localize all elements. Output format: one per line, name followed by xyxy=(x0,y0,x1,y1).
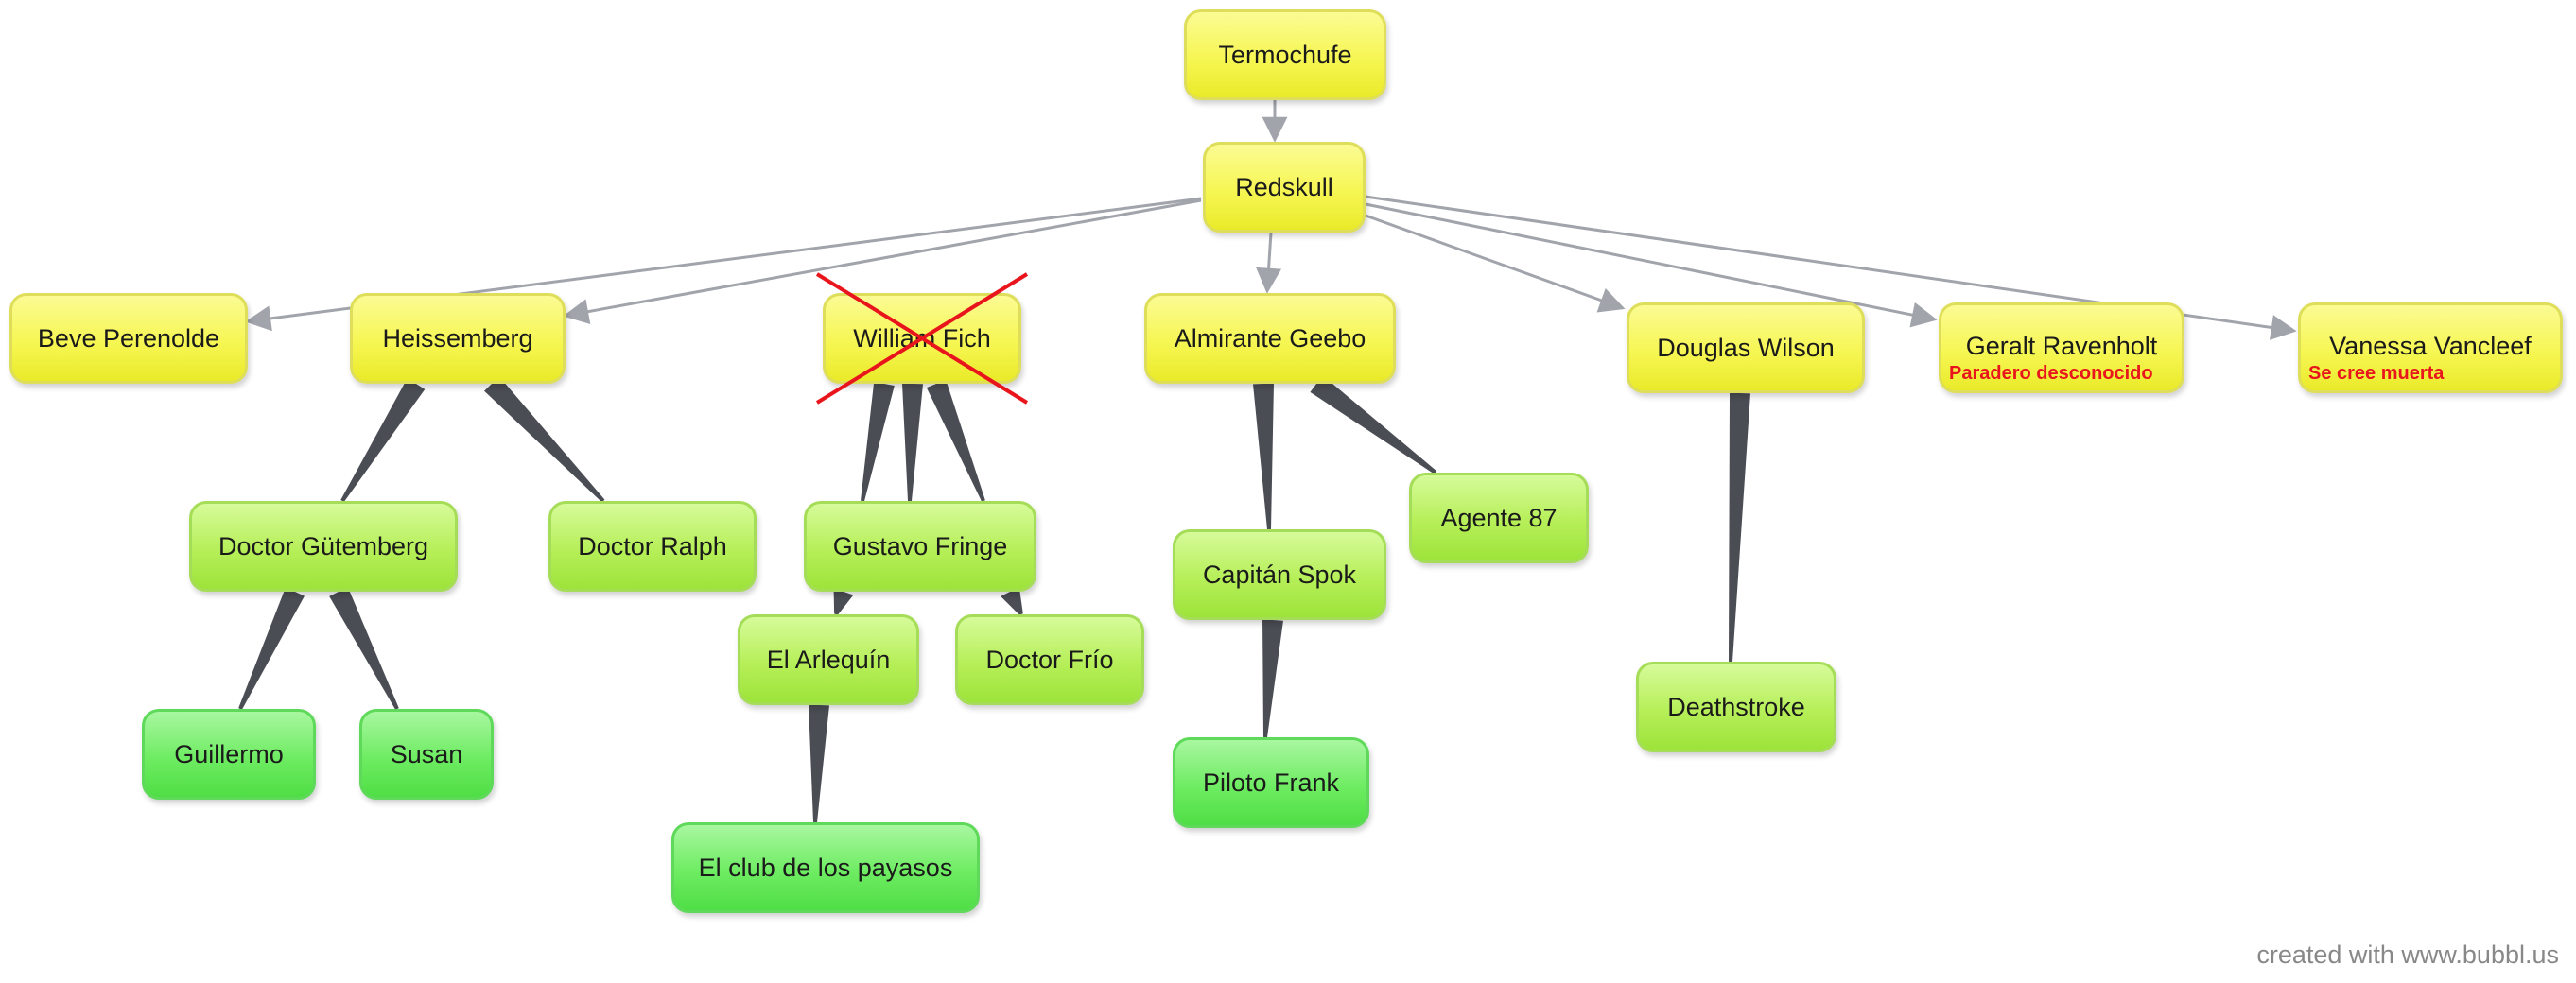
branch-connector xyxy=(1729,392,1750,663)
node-label: Guillermo xyxy=(174,739,284,768)
node-gutemberg[interactable]: Doctor Gütemberg xyxy=(189,501,458,592)
node-beve[interactable]: Beve Perenolde xyxy=(9,293,248,384)
node-label: Doctor Ralph xyxy=(578,531,727,560)
node-label: Gustavo Fringe xyxy=(832,531,1008,560)
branch-connector xyxy=(1001,587,1023,615)
arrow-redskull-to-geralt xyxy=(1365,202,1938,328)
node-william[interactable]: William Fich xyxy=(823,293,1021,384)
branch-connector xyxy=(1253,383,1274,530)
node-label: Susan xyxy=(390,739,463,768)
node-label: Agente 87 xyxy=(1440,503,1558,532)
node-label: Deathstroke xyxy=(1667,692,1805,721)
node-label: El club de los payasos xyxy=(698,853,953,882)
node-label: Douglas Wilson xyxy=(1657,333,1835,362)
branch-connector xyxy=(484,376,605,503)
node-payasos[interactable]: El club de los payasos xyxy=(671,822,980,913)
node-spok[interactable]: Capitán Spok xyxy=(1173,529,1386,620)
credit-text: created with www.bubbl.us xyxy=(2256,940,2559,969)
node-vanessa[interactable]: Vanessa Vancleef Se cree muerta xyxy=(2298,302,2563,393)
arrow-redskull-to-almirante xyxy=(1256,232,1282,294)
node-arlequin[interactable]: El Arlequín xyxy=(738,614,919,705)
node-label: Doctor Gütemberg xyxy=(218,531,429,560)
arrow-redskull-to-douglas xyxy=(1365,214,1626,313)
node-guillermo[interactable]: Guillermo xyxy=(142,709,316,800)
node-deathstroke[interactable]: Deathstroke xyxy=(1636,662,1836,752)
node-agente[interactable]: Agente 87 xyxy=(1409,473,1589,563)
branch-connector xyxy=(340,378,426,503)
node-susan[interactable]: Susan xyxy=(359,709,494,800)
branch-connector xyxy=(902,383,923,502)
branch-connector xyxy=(833,588,854,615)
node-label: William Fich xyxy=(853,323,991,353)
node-redskull[interactable]: Redskull xyxy=(1203,142,1366,233)
branch-connector xyxy=(238,587,305,710)
node-label: Almirante Geebo xyxy=(1174,323,1366,353)
branch-connector xyxy=(1310,375,1437,474)
branch-connector xyxy=(861,381,895,502)
node-heissemberg[interactable]: Heissemberg xyxy=(350,293,566,384)
node-note: Se cree muerta xyxy=(2308,363,2445,384)
node-ralph[interactable]: Doctor Ralph xyxy=(548,501,757,592)
node-label: Beve Perenolde xyxy=(37,323,220,353)
node-label: El Arlequín xyxy=(766,645,891,674)
node-frio[interactable]: Doctor Frío xyxy=(955,614,1144,705)
node-frank[interactable]: Piloto Frank xyxy=(1173,737,1369,828)
node-termochufe[interactable]: Termochufe xyxy=(1184,9,1386,100)
node-label: Geralt Ravenholt xyxy=(1965,332,2158,360)
node-note: Paradero desconocido xyxy=(1949,363,2153,384)
branch-connector xyxy=(329,587,399,710)
branch-connector xyxy=(809,704,829,823)
node-gustavo[interactable]: Gustavo Fringe xyxy=(804,501,1036,592)
node-label: Vanessa Vancleef xyxy=(2329,332,2532,360)
node-label: Doctor Frío xyxy=(985,645,1114,674)
node-douglas[interactable]: Douglas Wilson xyxy=(1627,302,1865,393)
arrow-redskull-to-heissemberg xyxy=(563,198,1202,324)
node-label: Heissemberg xyxy=(382,323,533,353)
node-almirante[interactable]: Almirante Geebo xyxy=(1144,293,1396,384)
node-label: Redskull xyxy=(1235,172,1333,201)
node-label: Capitán Spok xyxy=(1202,560,1357,589)
branch-connector xyxy=(1262,619,1283,738)
branch-connector xyxy=(926,379,985,502)
node-label: Termochufe xyxy=(1218,40,1352,69)
node-label: Piloto Frank xyxy=(1202,767,1340,797)
